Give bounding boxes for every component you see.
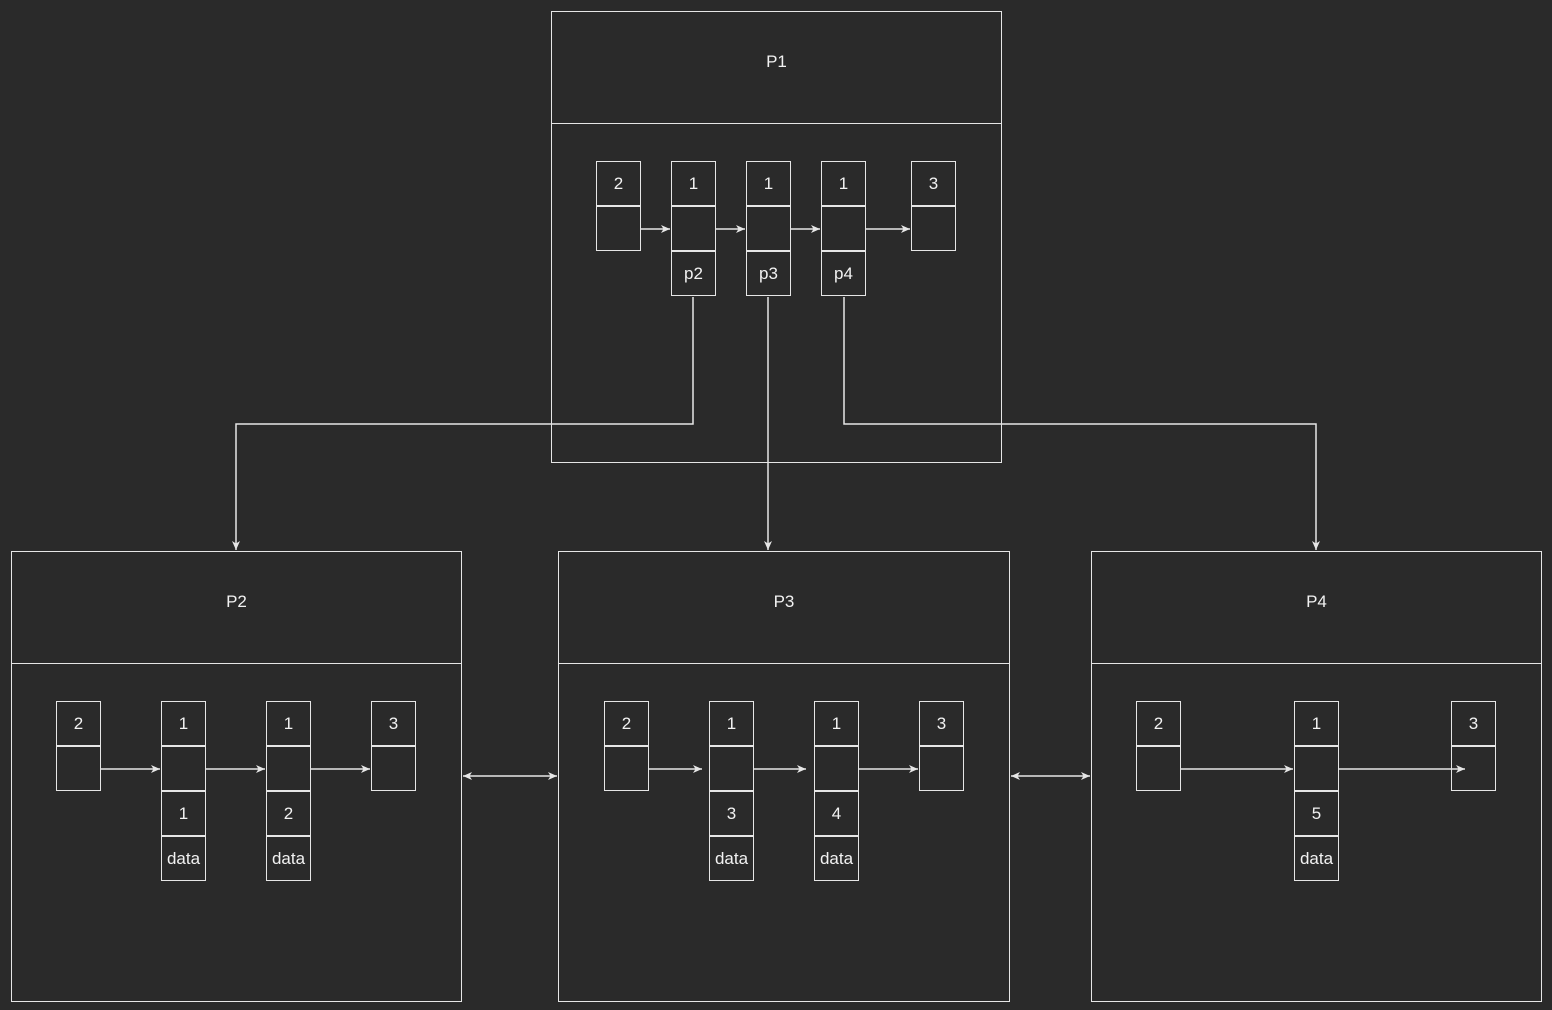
p4-entry-3-ptr: [1451, 746, 1496, 791]
p3-entry-2-key: 1: [709, 701, 754, 746]
p1-entry-3-ptr: [746, 206, 791, 251]
p3-entry-3-data: data: [814, 836, 859, 881]
page-p1-header: P1: [552, 12, 1001, 124]
p1-entry-2-ptr: [671, 206, 716, 251]
p3-entry-2-ptr: [709, 746, 754, 791]
p2-entry-4-key: 3: [371, 701, 416, 746]
p4-entry-2-ptr: [1294, 746, 1339, 791]
p3-entry-3-value: 4: [814, 791, 859, 836]
p1-entry-5-key: 3: [911, 161, 956, 206]
pointer-p2-connector: [232, 297, 694, 550]
page-p4-title: P4: [1306, 592, 1327, 611]
p3-entry-2-value: 3: [709, 791, 754, 836]
p4-entry-3-key: 3: [1451, 701, 1496, 746]
pointer-p4-connector: [843, 297, 1320, 550]
p1-entry-4-ptr: [821, 206, 866, 251]
p1-entry-4-child: p4: [821, 251, 866, 296]
page-p2-title: P2: [226, 592, 247, 611]
p4-entry-1-key: 2: [1136, 701, 1181, 746]
p2-entry-2-value: 1: [161, 791, 206, 836]
p3-entry-3-ptr: [814, 746, 859, 791]
p1-entry-2-key: 1: [671, 161, 716, 206]
p1-entry-3-child: p3: [746, 251, 791, 296]
page-p2: P2: [11, 551, 462, 1002]
page-p2-header: P2: [12, 552, 461, 664]
p2-entry-3-key: 1: [266, 701, 311, 746]
p1-entry-3-key: 1: [746, 161, 791, 206]
p3-entry-4-ptr: [919, 746, 964, 791]
page-p4-header: P4: [1092, 552, 1541, 664]
p3-entry-1-ptr: [604, 746, 649, 791]
page-p3-header: P3: [559, 552, 1009, 664]
p1-entry-1-key: 2: [596, 161, 641, 206]
p4-entry-1-ptr: [1136, 746, 1181, 791]
p4-entry-2-key: 1: [1294, 701, 1339, 746]
p3-entry-2-data: data: [709, 836, 754, 881]
p2-entry-4-ptr: [371, 746, 416, 791]
p2-entry-2-key: 1: [161, 701, 206, 746]
p2-entry-2-data: data: [161, 836, 206, 881]
p2-entry-1-ptr: [56, 746, 101, 791]
p1-entry-2-child: p2: [671, 251, 716, 296]
p2-entry-3-ptr: [266, 746, 311, 791]
p3-entry-1-key: 2: [604, 701, 649, 746]
p2-entry-1-key: 2: [56, 701, 101, 746]
p2-entry-2-ptr: [161, 746, 206, 791]
p2-entry-3-data: data: [266, 836, 311, 881]
p3-entry-4-key: 3: [919, 701, 964, 746]
page-p3-title: P3: [773, 592, 795, 611]
p4-entry-2-data: data: [1294, 836, 1339, 881]
page-p3: P3: [558, 551, 1010, 1002]
p1-entry-5-ptr: [911, 206, 956, 251]
page-p1: P1: [551, 11, 1002, 463]
p1-entry-1-ptr: [596, 206, 641, 251]
page-p4: P4: [1091, 551, 1542, 1002]
p2-entry-3-value: 2: [266, 791, 311, 836]
page-p1-title: P1: [766, 52, 787, 71]
p1-entry-4-key: 1: [821, 161, 866, 206]
p4-entry-2-value: 5: [1294, 791, 1339, 836]
p3-entry-3-key: 1: [814, 701, 859, 746]
